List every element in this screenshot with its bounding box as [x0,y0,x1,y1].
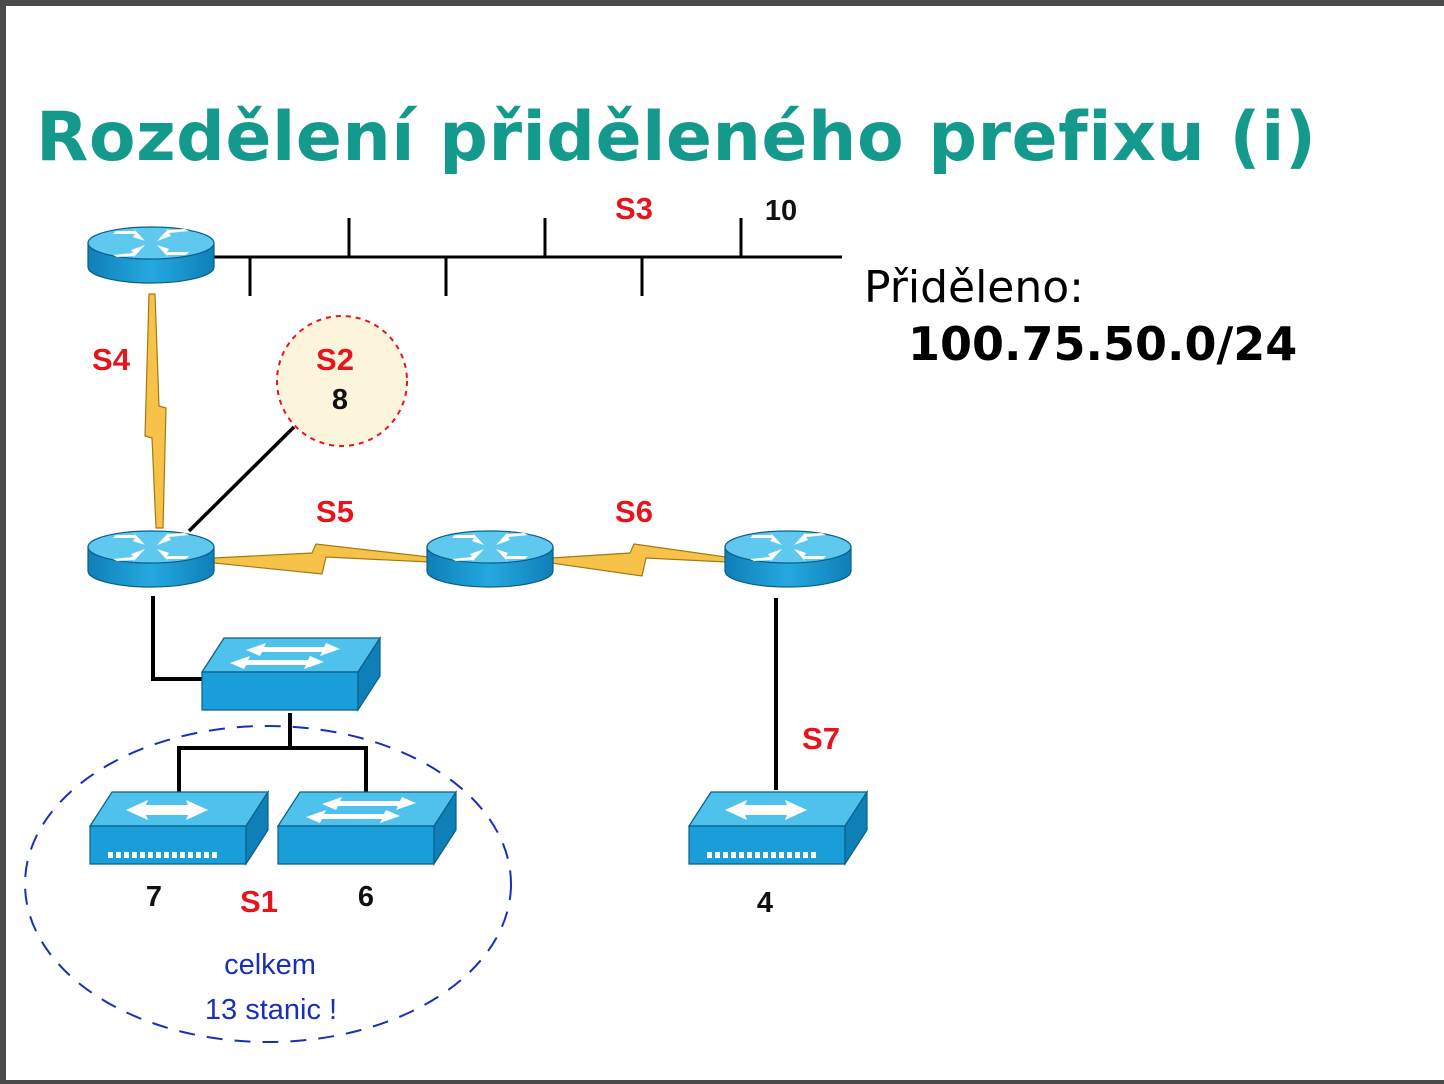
s1-switch-tree [177,713,368,792]
s5-label: S5 [316,494,354,529]
s3-label: S3 [615,191,653,226]
s2-label: S2 [316,342,354,377]
s6-label: S6 [615,494,653,529]
router-center [87,530,215,588]
s1-label: S1 [240,884,278,919]
s1-right-host-count: 6 [358,881,374,913]
s1-note-line1: celkem [224,949,316,981]
s5-serial-link [213,543,430,575]
s1-right-switch [277,791,457,865]
slide: Rozdělení přiděleného prefixu (i) [6,6,1444,1080]
s3-ethernet-bus [214,218,842,296]
allocated-label: Přiděleno: [864,262,1084,313]
router-right [724,530,852,588]
s3-host-count: 10 [765,195,797,227]
s2-link [187,425,296,533]
allocated-prefix: 100.75.50.0/24 [908,317,1298,371]
s1-left-switch [89,791,269,865]
s7-label: S7 [802,721,840,756]
s2-network-circle [276,315,408,447]
s2-host-count: 8 [332,384,348,416]
network-diagram: S3 10 S4 S2 8 S5 S6 S7 7 S1 6 4 celkem 1… [24,191,868,1043]
router-top [87,226,215,284]
s1-network-ellipse [24,725,512,1043]
s1-router-link [151,596,206,681]
s6-serial-link [550,543,727,577]
s4-serial-link [144,293,167,529]
slide-title: Rozdělení přiděleného prefixu (i) [36,98,1317,177]
s1-left-host-count: 7 [146,881,162,913]
s7-switch [688,791,868,865]
s1-upper-switch [201,637,381,711]
s1-note-line2: 13 stanic ! [205,994,337,1026]
s7-host-count: 4 [757,887,773,919]
s4-label: S4 [92,342,131,377]
router-middle [426,530,554,588]
